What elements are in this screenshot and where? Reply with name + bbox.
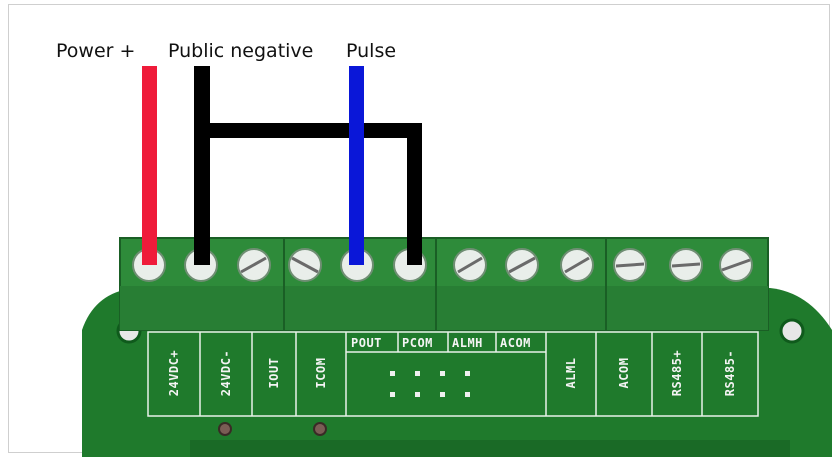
pcb-label-acom-top: ACOM: [500, 336, 531, 350]
pcb-label-icom: ICOM: [314, 357, 328, 389]
jumper-header: [390, 371, 470, 397]
mounting-hole-right: [779, 318, 805, 344]
pcb-label-iout: IOUT: [267, 357, 281, 389]
pcb-label-alml: ALML: [564, 357, 578, 389]
label-pulse: Pulse: [346, 40, 397, 62]
label-power-plus: Power +: [56, 40, 136, 62]
pcb-label-pout: POUT: [351, 336, 382, 350]
pcb-label-rs485-minus: RS485-: [723, 349, 737, 397]
pcb-label-pcom: PCOM: [402, 336, 433, 350]
pcb-label-24vdc-plus: 24VDC+: [167, 349, 181, 397]
wire-public-negative-bridge: [194, 123, 422, 138]
wire-public-negative-left: [194, 66, 210, 265]
pcb-label-acom: ACOM: [617, 357, 631, 389]
pcb-label-almh: ALMH: [452, 336, 483, 350]
wire-pulse: [349, 66, 364, 265]
pcb-label-rs485-plus: RS485+: [670, 349, 684, 397]
label-public-negative: Public negative: [168, 40, 314, 62]
pcb-label-24vdc-minus: 24VDC-: [219, 349, 233, 397]
wire-power-plus: [142, 66, 157, 265]
solder-point-1: [218, 422, 232, 436]
component-shadow: [190, 440, 790, 457]
wire-public-negative-right: [407, 123, 422, 265]
solder-point-2: [313, 422, 327, 436]
silkscreen-outline: [147, 331, 759, 417]
